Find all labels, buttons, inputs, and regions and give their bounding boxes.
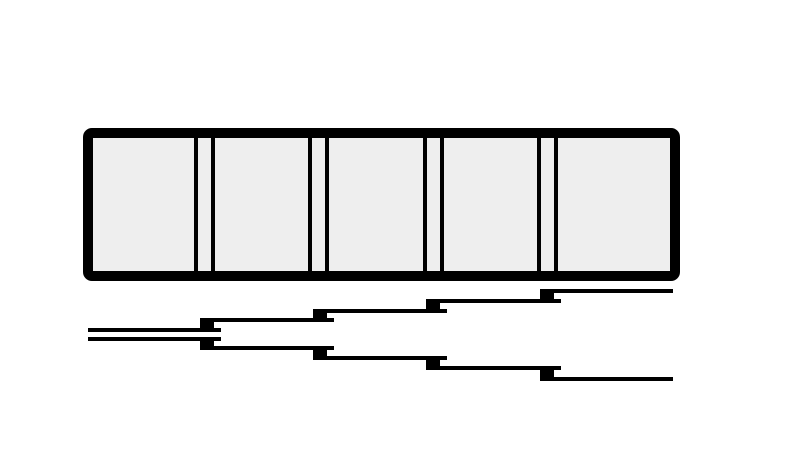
input-line-upper bbox=[88, 328, 221, 332]
lower-step-tab bbox=[214, 337, 221, 341]
panel-divider bbox=[211, 133, 215, 276]
lower-step-line bbox=[214, 346, 333, 350]
upper-step-joint bbox=[426, 299, 440, 313]
lower-step-joint bbox=[313, 346, 327, 360]
upper-step-line bbox=[214, 318, 333, 322]
upper-step-line bbox=[327, 309, 446, 313]
upper-step-tab bbox=[327, 318, 334, 322]
panel-divider bbox=[537, 133, 541, 276]
upper-step-tab bbox=[440, 309, 447, 313]
upper-step-joint bbox=[313, 309, 327, 322]
input-line-lower bbox=[88, 337, 221, 341]
panel-divider bbox=[440, 133, 444, 276]
lower-step-joint bbox=[540, 366, 554, 381]
upper-step-tab bbox=[214, 328, 221, 332]
lower-step-tab bbox=[327, 346, 334, 350]
panel-box bbox=[83, 128, 680, 281]
outer-frame bbox=[83, 128, 680, 281]
upper-step-tab bbox=[554, 299, 561, 303]
panel-divider bbox=[325, 133, 329, 276]
upper-step-line bbox=[554, 289, 673, 293]
lower-step-line bbox=[554, 377, 673, 381]
lower-step-joint bbox=[200, 337, 214, 350]
lower-step-tab bbox=[440, 356, 447, 360]
upper-step-joint bbox=[200, 318, 214, 332]
panel-divider bbox=[194, 133, 198, 276]
stepped-lines bbox=[88, 289, 673, 381]
lower-step-joint bbox=[426, 356, 440, 370]
panel-divider bbox=[554, 133, 558, 276]
panel-divider bbox=[423, 133, 427, 276]
lower-step-tab bbox=[554, 366, 561, 370]
upper-step-joint bbox=[540, 289, 554, 303]
panel-divider bbox=[308, 133, 312, 276]
upper-step-line bbox=[440, 299, 560, 303]
lower-step-line bbox=[327, 356, 446, 360]
lower-step-line bbox=[440, 366, 560, 370]
